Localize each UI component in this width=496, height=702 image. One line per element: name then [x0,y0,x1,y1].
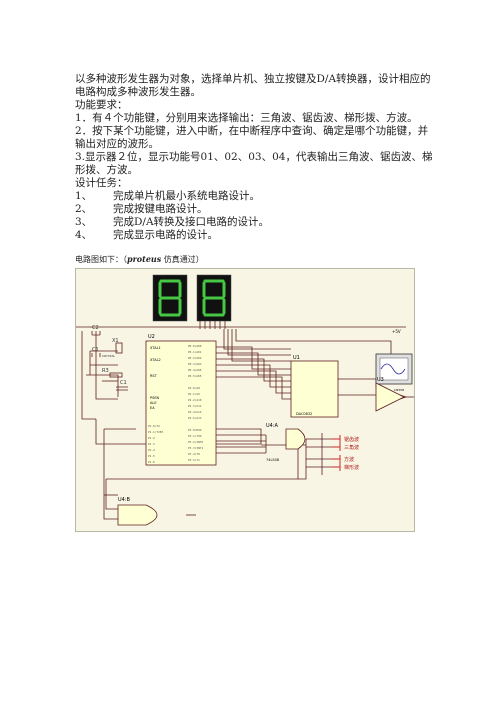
waveform-trace [380,363,406,375]
crystal-label: CRYSTAL [102,354,115,358]
u3-opamp [375,382,405,412]
pin-xtal2: XTAL2 [150,358,161,362]
task-1: 1、完成单片机最小系统电路设计。 [75,190,260,202]
requirement-2: 2．按下某个功能键，进入中断，在中断程序中查询、确定是哪个功能键，并输出对应的波… [75,125,429,150]
r3-label: R3 [102,368,109,374]
oscilloscope-screen [379,357,409,381]
vcc-label: +5V [392,329,401,334]
key-label-3: 方波 [344,456,354,463]
u4b-label: U4:B [118,497,131,503]
passives [91,331,128,391]
u1-dac [290,360,339,418]
u1-part: DAC0832 [296,412,312,416]
svg-text:P1.5: P1.5 [148,454,155,458]
svg-text:P2.5/A13: P2.5/A13 [188,416,202,420]
svg-text:P0.5/AD5: P0.5/AD5 [188,374,202,378]
svg-text:P0.2/AD2: P0.2/AD2 [188,356,202,360]
task-3: 3、完成D/A转换及接口电路的设计。 [75,216,270,228]
u4a-part: 74LS08 [266,458,279,462]
svg-text:P2.4/A12: P2.4/A12 [188,410,202,414]
svg-text:P0.4/AD4: P0.4/AD4 [188,368,202,372]
svg-text:P2.0/A8: P2.0/A8 [188,386,200,390]
requirements-heading: 功能要求： [75,99,128,111]
wires [76,326,414,520]
c1-label: C1 [92,347,99,353]
x1-label: X1 [112,338,119,344]
u4a-label: U4:A [266,423,279,429]
u4a-gate [285,428,306,450]
svg-text:P1.2: P1.2 [148,436,155,440]
u3-part: LM358 [394,388,404,392]
svg-text:P0.3/AD3: P0.3/AD3 [188,362,202,366]
pin-psen: PSEN [150,396,160,400]
pin-ale: ALE [150,401,157,405]
u3-label: U3 [377,377,384,383]
requirement-3: 3.显示器２位，显示功能号01、02、03、04，代表输出三角波、锯齿波、梯形拨… [75,151,433,176]
svg-text:P3.3/INT1: P3.3/INT1 [188,446,203,450]
task-2: 2、完成按键电路设计。 [75,203,208,215]
svg-text:P0.1/AD1: P0.1/AD1 [188,350,202,354]
svg-text:P2.3/A11: P2.3/A11 [188,404,202,408]
key-label-4: 梯形波 [344,464,359,471]
intro-paragraph: 以多种波形发生器为对象，选择单片机、独立按键及D/A转换器，设计相应的电路构成多… [75,73,431,98]
svg-text:P2.2/A10: P2.2/A10 [188,398,202,402]
key-label-1: 锯齿波 [344,436,359,443]
svg-text:P3.2/INT0: P3.2/INT0 [188,440,203,444]
c2-label: C2 [92,325,99,331]
pin-xtal1: XTAL1 [150,346,161,350]
schematic-svg: U2 XTAL1 XTAL2 RST PSEN ALE EA P0.0/AD0P… [76,274,414,526]
svg-text:P3.4/T0: P3.4/T0 [188,452,200,456]
svg-text:P0.0/AD0: P0.0/AD0 [188,344,202,348]
svg-text:P1.1/T2EX: P1.1/T2EX [148,430,163,434]
requirement-1: 1．有４个功能键，分别用来选择输出：三角波、锯齿波、梯形拨、方波。 [75,112,418,124]
segments [158,279,226,317]
key-label-2: 三角波 [344,444,359,451]
svg-text:P3.1/TXD: P3.1/TXD [188,434,202,438]
c1b-label: C1 [120,380,127,386]
u2-microcontroller [145,340,217,466]
keys [331,435,341,471]
svg-text:P3.0/RXD: P3.0/RXD [188,428,202,432]
u4b-gate [117,504,158,526]
pin-ea: EA [150,406,155,410]
circuit-caption: 电路图如下：（proteus 仿真通过） [75,254,204,264]
svg-text:P1.6: P1.6 [148,460,155,464]
tasks-heading: 设计任务： [75,177,128,189]
display-pins [199,321,226,329]
u2-label: U2 [148,334,155,340]
u1-label: U1 [293,355,300,361]
svg-text:P2.1/A9: P2.1/A9 [188,392,200,396]
task-4: 4、完成显示电路的设计。 [75,229,218,241]
svg-text:P3.5/T1: P3.5/T1 [188,458,200,462]
svg-text:P1.4: P1.4 [148,448,155,452]
document-body: 以多种波形发生器为对象，选择单片机、独立按键及D/A转换器，设计相应的电路构成多… [75,73,435,242]
pin-rst: RST [150,374,158,378]
svg-text:P1.0/T2: P1.0/T2 [148,424,160,428]
svg-text:P1.3: P1.3 [148,442,155,446]
